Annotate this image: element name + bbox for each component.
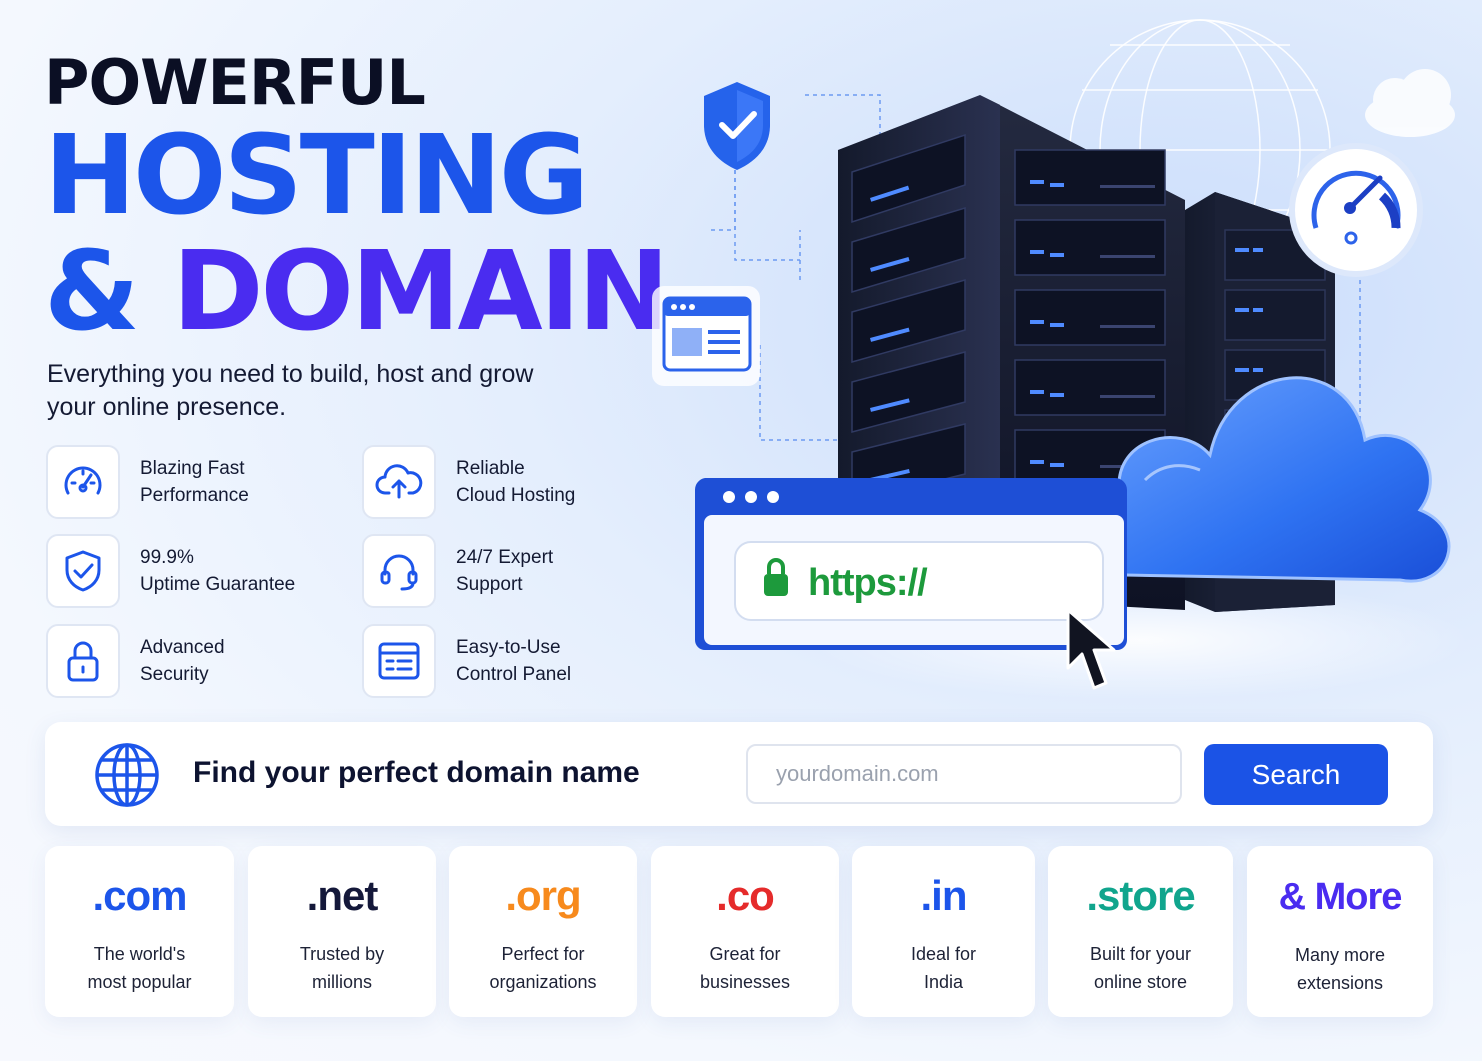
feature-cloud-hosting: Reliable Cloud Hosting [362, 445, 662, 519]
feature-support: 24/7 Expert Support [362, 534, 662, 608]
tld-name: .org [505, 872, 581, 919]
tld-desc-line: India [923, 972, 964, 992]
shield-check-badge [704, 82, 770, 170]
feature-text: 24/7 Expert Support [456, 544, 553, 598]
tld-desc-line: online store [1093, 972, 1188, 992]
tld-desc-line: Great for [709, 944, 781, 964]
hero-title-domain: DOMAIN [172, 227, 669, 355]
feature-subtitle: Control Panel [456, 664, 572, 685]
feature-title: Reliable [456, 458, 525, 479]
feature-subtitle: Cloud Hosting [456, 485, 576, 506]
feature-control-panel: Easy-to-Use Control Panel [362, 624, 662, 698]
tld-desc-line: Perfect for [501, 944, 585, 964]
hero-title-line2: HOSTING [44, 111, 589, 239]
tld-desc-line: businesses [699, 972, 791, 992]
domain-search-input[interactable] [746, 744, 1182, 804]
hero-title-line1: POWERFUL [44, 46, 426, 119]
url-https-text: https:// [808, 562, 928, 604]
tld-name: .co [716, 872, 775, 919]
speedometer-icon [46, 445, 120, 519]
tld-card-org[interactable]: .org Perfect for organizations [449, 846, 637, 1017]
network-lines [710, 94, 1361, 441]
tld-desc-line: organizations [489, 972, 597, 992]
decor-cloud [1365, 69, 1455, 137]
tld-description: The world's most popular [45, 940, 234, 996]
feature-text: Blazing Fast Performance [140, 455, 249, 509]
tld-description: Great for businesses [651, 940, 839, 996]
feature-title: 99.9% [140, 547, 194, 568]
mouse-cursor-icon [1066, 608, 1116, 690]
feature-title: 24/7 Expert [456, 547, 554, 568]
feature-subtitle: Support [456, 574, 523, 595]
tld-desc-line: Trusted by [299, 944, 385, 964]
feature-title: Blazing Fast [140, 458, 245, 479]
tld-card-com[interactable]: .com The world's most popular [45, 846, 234, 1017]
feature-title: Easy-to-Use [456, 637, 561, 658]
feature-uptime: 99.9% Uptime Guarantee [46, 534, 346, 608]
feature-security: Advanced Security [46, 624, 346, 698]
tld-desc-line: Ideal for [910, 944, 977, 964]
tld-description: Many more extensions [1247, 941, 1433, 997]
tld-desc-line: Many more [1294, 945, 1386, 965]
tld-card-store[interactable]: .store Built for your online store [1048, 846, 1233, 1017]
url-browser-window [694, 478, 1127, 650]
tld-desc-line: The world's [93, 944, 186, 964]
feature-text: 99.9% Uptime Guarantee [140, 544, 295, 598]
hero-title: POWERFUL HOSTING & DOMAIN [44, 46, 670, 347]
tld-name: .net [306, 872, 379, 919]
tld-name: .com [92, 872, 187, 919]
tld-desc-line: millions [311, 972, 372, 992]
search-button[interactable]: Search [1204, 744, 1388, 805]
shield-check-icon [46, 534, 120, 608]
feature-subtitle: Uptime Guarantee [140, 574, 296, 595]
feature-subtitle: Performance [140, 485, 249, 506]
control-panel-icon [362, 624, 436, 698]
browser-window-card [652, 286, 760, 386]
tld-card-net[interactable]: .net Trusted by millions [248, 846, 436, 1017]
headset-icon [362, 534, 436, 608]
feature-title: Advanced [140, 637, 225, 658]
tld-name: & More [1278, 876, 1403, 918]
tld-name: .in [920, 872, 968, 919]
feature-text: Advanced Security [140, 634, 225, 688]
feature-subtitle: Security [140, 664, 209, 685]
feature-text: Easy-to-Use Control Panel [456, 634, 571, 688]
padlock-icon [764, 558, 788, 596]
tld-desc-line: extensions [1296, 973, 1384, 993]
globe-icon [95, 743, 159, 807]
hero-title-line3: & DOMAIN [44, 236, 670, 346]
domain-search-panel: Find your perfect domain name Search [45, 722, 1433, 826]
hosting-illustration [652, 19, 1470, 700]
tld-card-co[interactable]: .co Great for businesses [651, 846, 839, 1017]
tld-description: Built for your online store [1048, 940, 1233, 996]
tld-card-more[interactable]: & More Many more extensions [1247, 846, 1433, 1017]
hero-title-amp: & [44, 227, 173, 355]
feature-text: Reliable Cloud Hosting [456, 455, 575, 509]
feature-fast-performance: Blazing Fast Performance [46, 445, 346, 519]
speedometer-badge [1289, 143, 1423, 277]
tld-name: .store [1086, 872, 1195, 919]
lock-icon [46, 624, 120, 698]
cloud-upload-icon [362, 445, 436, 519]
hero-subtitle: Everything you need to build, host and g… [47, 360, 534, 421]
tld-description: Trusted by millions [248, 940, 436, 996]
tld-description: Perfect for organizations [449, 940, 637, 996]
search-label: Find your perfect domain name [193, 756, 640, 789]
tld-desc-line: most popular [87, 972, 192, 992]
tld-desc-line: Built for your [1089, 944, 1192, 964]
